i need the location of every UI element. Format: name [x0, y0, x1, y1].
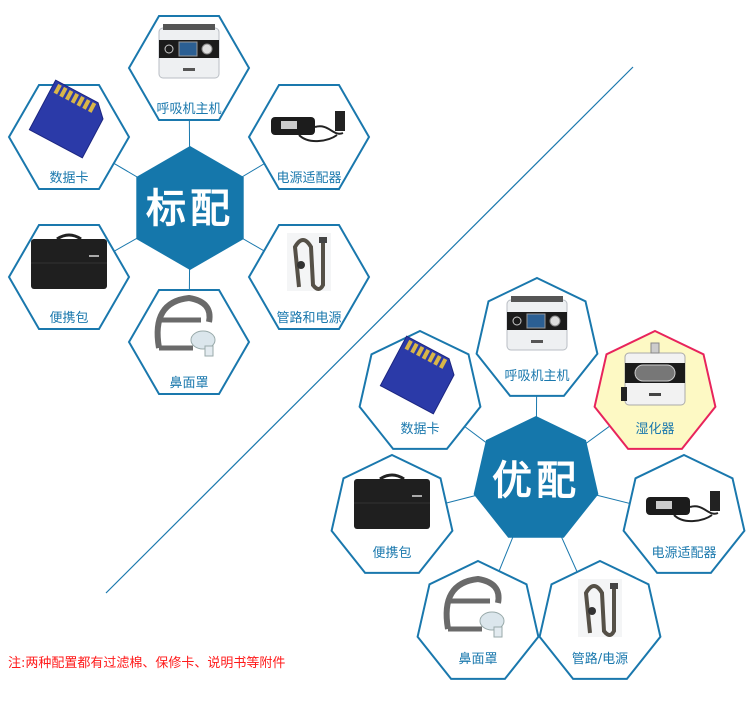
- tubing-icon: [578, 579, 622, 637]
- item-label: 便携包: [372, 545, 411, 561]
- humidifier-icon: [621, 342, 686, 406]
- item-label: 数据卡: [49, 171, 88, 186]
- item-label: 鼻面罩: [458, 651, 497, 667]
- sd-card-icon: [379, 335, 455, 415]
- item-label: 电源适配器: [276, 171, 341, 186]
- premium-item-tubing: 管路/电源: [538, 559, 662, 680]
- item-label: 呼吸机主机: [504, 369, 569, 384]
- item-label: 数据卡: [400, 422, 439, 437]
- premium-item-nasal-mask: 鼻面罩: [416, 559, 540, 680]
- standard-item-tubing: 管路和电源: [247, 224, 371, 330]
- center-shape: [473, 416, 599, 538]
- cpap-machine-icon: [506, 296, 568, 351]
- premium-item-power-adapter: 电源适配器: [622, 453, 746, 574]
- node-frame: [416, 559, 540, 680]
- standard-item-sd-card: 数据卡: [7, 79, 131, 190]
- center-shape: [136, 146, 244, 270]
- carry-bag-icon: [31, 233, 107, 289]
- center-title: 优配: [492, 458, 580, 504]
- divider-line: [105, 66, 634, 594]
- item-label: 管路和电源: [276, 310, 341, 326]
- standard-item-cpap-machine: 呼吸机主机: [127, 15, 251, 121]
- power-adapter-icon: [646, 491, 720, 522]
- item-label: 管路/电源: [572, 651, 628, 667]
- footnote: 注:两种配置都有过滤棉、保修卡、说明书等附件: [8, 656, 286, 671]
- item-label: 电源适配器: [651, 546, 716, 561]
- nasal-mask-icon: [154, 294, 216, 357]
- power-adapter-icon: [271, 111, 345, 142]
- premium-item-carry-bag: 便携包: [330, 453, 454, 574]
- cpap-machine-icon: [158, 24, 220, 79]
- item-label: 湿化器: [635, 422, 674, 437]
- item-label: 鼻面罩: [169, 375, 208, 391]
- premium-center-badge: 优配: [473, 416, 599, 538]
- standard-item-power-adapter: 电源适配器: [247, 84, 371, 190]
- standard-center-badge: 标配: [136, 146, 244, 270]
- nasal-mask-icon: [443, 575, 505, 638]
- carry-bag-icon: [354, 473, 430, 529]
- sd-card-icon: [28, 79, 104, 159]
- tubing-icon: [287, 233, 331, 291]
- standard-item-nasal-mask: 鼻面罩: [127, 289, 251, 395]
- premium-item-sd-card: 数据卡: [358, 329, 482, 450]
- premium-item-cpap-machine: 呼吸机主机: [475, 276, 599, 397]
- item-label: 呼吸机主机: [156, 102, 221, 117]
- premium-item-humidifier: 湿化器: [593, 329, 717, 450]
- standard-item-carry-bag: 便携包: [7, 224, 131, 330]
- center-title: 标配: [146, 186, 234, 232]
- item-label: 便携包: [49, 310, 88, 326]
